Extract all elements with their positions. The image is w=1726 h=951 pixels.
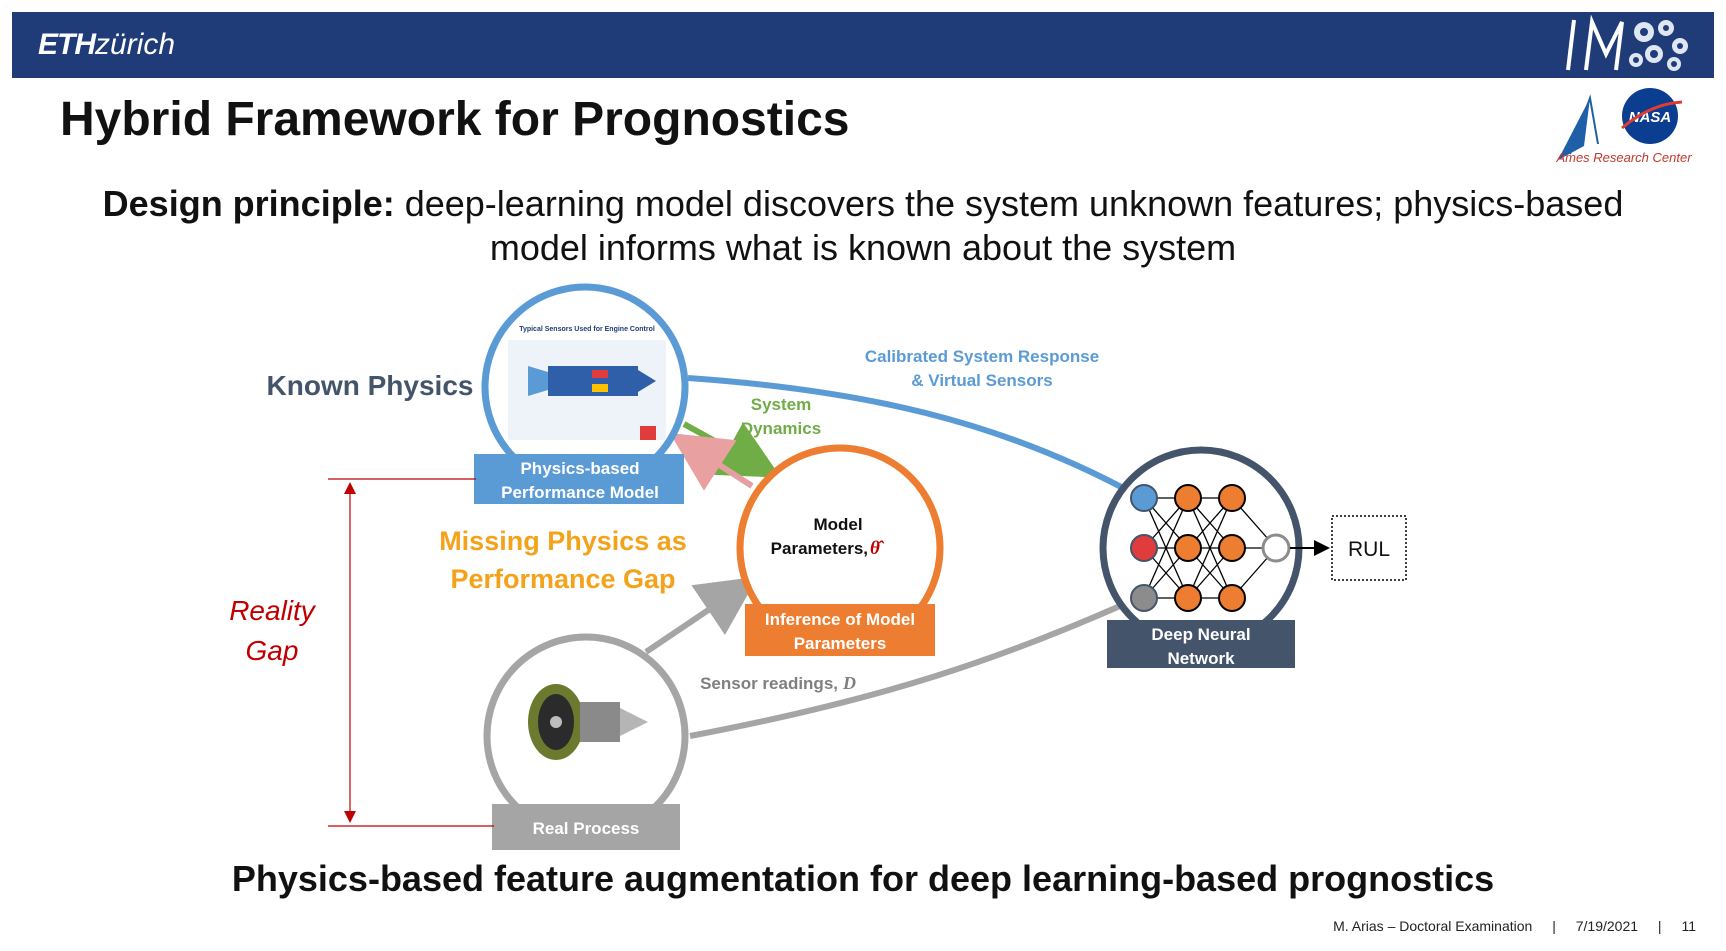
- real-process-label: Real Process: [533, 819, 640, 838]
- real-process-label-box: [492, 804, 680, 850]
- sensor-readings-curve: [689, 595, 1140, 739]
- calibrated-label-2: & Virtual Sensors: [911, 371, 1052, 390]
- page-title: Hybrid Framework for Prognostics: [60, 93, 850, 146]
- svg-text:NASA: NASA: [1629, 109, 1672, 126]
- footer-page: 11: [1681, 918, 1696, 934]
- ims-logo: [1560, 14, 1690, 76]
- known-physics-label: Known Physics: [267, 370, 474, 401]
- inference-label-1: Inference of Model: [765, 610, 915, 629]
- bottom-title: Physics-based feature augmentation for d…: [231, 858, 1495, 899]
- inference-label-2: Parameters: [794, 634, 887, 653]
- sensor-symbol: D: [842, 673, 856, 693]
- footer-separator-2: |: [1657, 918, 1662, 934]
- model-params-label-1: Model: [813, 515, 862, 534]
- reality-gap-label-1: Reality: [229, 595, 317, 626]
- missing-physics-label-2: Performance Gap: [450, 564, 675, 594]
- dnn-label-box: [1107, 620, 1295, 668]
- dnn-label-1: Deep Neural: [1151, 625, 1250, 644]
- physics-model-label-1: Physics-based: [520, 459, 639, 478]
- rul-box: [1331, 515, 1407, 581]
- system-dynamics-label-2: Dynamics: [741, 419, 821, 438]
- real-to-inference-arrow: [644, 576, 758, 655]
- sensor-readings-label: Sensor readings,: [700, 674, 838, 693]
- calibrated-response-curve: [687, 375, 1140, 499]
- inference-to-physics-arrow: [669, 432, 754, 491]
- system-dynamics-label-1: System: [751, 395, 811, 414]
- inference-label-box: [745, 604, 935, 656]
- rul-label: RUL: [1348, 538, 1390, 561]
- footer: M. Arias – Doctoral Examination | 7/19/2…: [1317, 918, 1696, 934]
- physics-model-label-box: [474, 454, 684, 504]
- jet-engine-photo: [528, 684, 648, 760]
- eth-logo: ETHzürich: [38, 28, 176, 61]
- footer-date: 7/19/2021: [1575, 918, 1639, 934]
- engine-diagram-icon: [528, 366, 656, 440]
- footer-separator-1: |: [1552, 918, 1556, 934]
- engine-chart-title: Typical Sensors Used for Engine Control: [519, 326, 655, 333]
- header-bar: [12, 12, 1714, 78]
- reality-gap-label-2: Gap: [246, 635, 299, 666]
- calibrated-label-1: Calibrated System Response: [865, 347, 1099, 366]
- missing-physics-label-1: Missing Physics as: [439, 526, 687, 556]
- footer-author: M. Arias – Doctoral Examination: [1333, 918, 1533, 934]
- model-params-label-2: Parameters,: [771, 539, 868, 558]
- physics-model-label-2: Performance Model: [501, 483, 659, 502]
- design-principle: Design principle: deep-learning model di…: [102, 183, 1624, 268]
- nasa-ames-logo: NASA Ames Research Center: [1555, 88, 1692, 165]
- ames-label: Ames Research Center: [1555, 150, 1692, 165]
- dnn-label-2: Network: [1167, 649, 1235, 668]
